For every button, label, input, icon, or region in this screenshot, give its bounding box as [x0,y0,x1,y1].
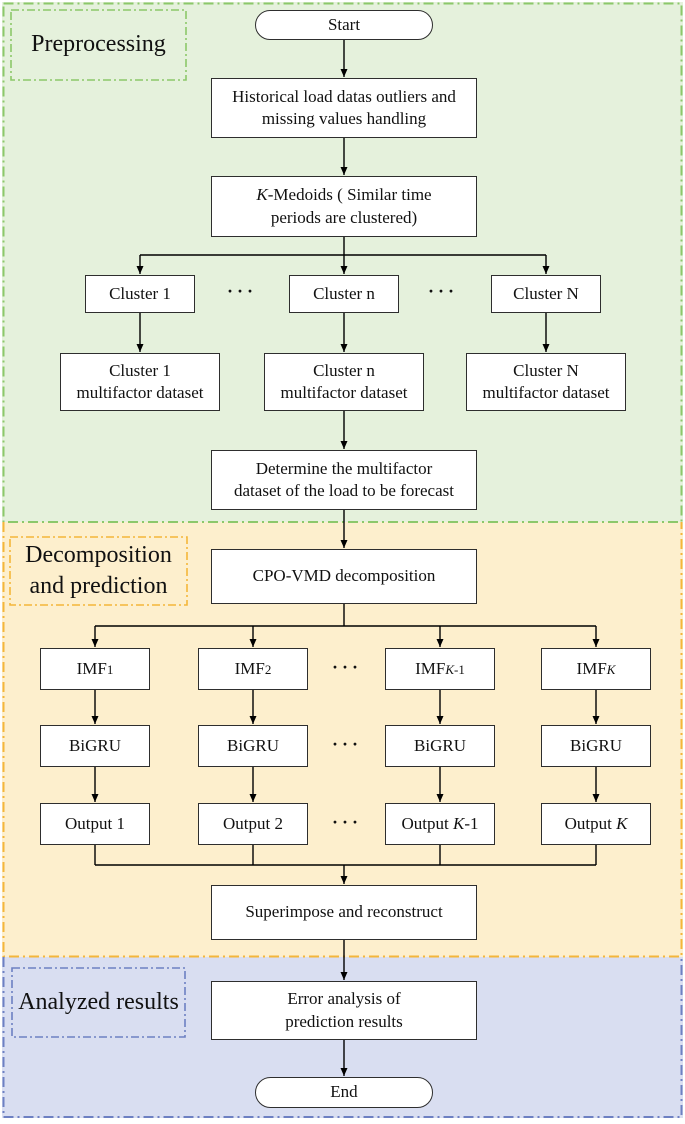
ellipsis-bigru: ··· [322,734,372,755]
label-analyzed-results: Analyzed results [12,968,185,1037]
node-end: End [255,1077,433,1108]
node-imf-2: IMF2 [198,648,308,690]
ellipsis-cluster-left: ··· [217,281,267,302]
bigru4-text: BiGRU [570,735,622,755]
node-kmedoids-line2: periods are clustered) [270,207,418,227]
node-mf1-line1: Cluster 1 [109,360,171,380]
bigru2-text: BiGRU [227,735,279,755]
section-border-preprocessing [2,2,683,523]
ellipsis-text: ··· [331,657,362,677]
output3-pre: Output [401,813,453,833]
imf3-post: -1 [454,661,465,677]
label-decomposition-line1: Decomposition [25,541,172,568]
node-mfN-line1: Cluster N [513,360,579,380]
node-cluster-n-text: Cluster n [313,283,375,303]
node-error-line1: Error analysis of [287,989,401,1009]
node-superimpose: Superimpose and reconstruct [211,885,477,940]
node-bigru-3: BiGRU [385,725,495,767]
node-output-k: Output K [541,803,651,845]
node-determine-line2: dataset of the load to be forecast [234,481,454,500]
node-kmedoids-line1: -Medoids ( Similar time [267,185,432,205]
node-historical-line2: missing values handling [261,109,427,128]
node-superimpose-text: Superimpose and reconstruct [245,902,443,922]
node-cluster-1-multifactor: Cluster 1 multifactor dataset [60,353,220,411]
output4-k: K [616,813,628,833]
imf4-k: K [606,661,616,677]
node-mfN-line2: multifactor dataset [482,383,610,402]
node-cluster-N-text: Cluster N [513,283,579,303]
ellipsis-text: ··· [226,281,257,301]
node-mf1-line2: multifactor dataset [76,383,204,402]
ellipsis-text: ··· [331,812,362,832]
node-cluster-N-multifactor: Cluster N multifactor dataset [466,353,626,411]
label-preprocessing: Preprocessing [11,10,186,80]
imf2-base: IMF [234,658,265,678]
node-determine-dataset: Determine the multifactor dataset of the… [211,450,477,510]
label-border-decomposition [9,536,188,606]
output3-post: -1 [464,813,479,833]
node-output-2: Output 2 [198,803,308,845]
node-cpo-vmd-text: CPO-VMD decomposition [252,566,436,586]
node-cluster-n: Cluster n [289,275,399,313]
output2-pre: Output 2 [223,813,283,833]
label-border-preprocessing [10,9,187,81]
node-output-k-1: Output K-1 [385,803,495,845]
node-bigru-2: BiGRU [198,725,308,767]
label-decomposition-prediction: Decomposition and prediction [10,537,187,605]
node-cluster-N: Cluster N [491,275,601,313]
node-error-analysis: Error analysis of prediction results [211,981,477,1040]
imf2-sub: 2 [264,661,272,677]
ellipsis-text: ··· [427,281,458,301]
bigru3-text: BiGRU [414,735,466,755]
node-mfn-line2: multifactor dataset [280,383,408,402]
node-determine-line1: Determine the multifactor [255,458,433,478]
imf1-base: IMF [76,658,107,678]
node-imf-1: IMF1 [40,648,150,690]
node-cpo-vmd: CPO-VMD decomposition [211,549,477,604]
label-borders [9,9,188,1038]
imf4-base: IMF [576,658,607,678]
node-cluster-1: Cluster 1 [85,275,195,313]
bigru1-text: BiGRU [69,735,121,755]
connectors [91,40,600,1076]
imf1-sub: 1 [106,661,114,677]
label-preprocessing-text: Preprocessing [31,31,166,58]
imf3-k: K [445,661,455,677]
node-output-1: Output 1 [40,803,150,845]
section-border-analyzed [2,957,683,1118]
node-historical-handling: Historical load datas outliers and missi… [211,78,477,138]
node-kmedoids: K-Medoids ( Similar time periods are clu… [211,176,477,237]
label-decomposition-line2: and prediction [29,573,168,599]
node-start-text: Start [327,14,361,34]
output4-pre: Output [564,813,617,833]
node-imf-k: IMFK [541,648,651,690]
node-historical-line1: Historical load datas outliers and [232,86,456,106]
node-bigru-1: BiGRU [40,725,150,767]
output3-k: K [452,813,465,833]
label-border-analyzed [11,967,186,1038]
output1-pre: Output 1 [65,813,125,833]
node-mfn-line1: Cluster n [313,360,375,380]
ellipsis-cluster-right: ··· [418,281,468,302]
ellipsis-text: ··· [331,734,362,754]
node-start: Start [255,10,433,40]
node-kmedoids-k: K [256,185,268,205]
node-bigru-4: BiGRU [541,725,651,767]
node-cluster-n-multifactor: Cluster n multifactor dataset [264,353,424,411]
node-end-text: End [330,1082,358,1102]
ellipsis-imf: ··· [322,657,372,678]
ellipsis-output: ··· [322,812,372,833]
label-analyzed-results-text: Analyzed results [18,988,179,1015]
imf3-base: IMF [415,658,446,678]
node-cluster-1-text: Cluster 1 [109,283,171,303]
node-imf-k-1: IMFK-1 [385,648,495,690]
section-border-decomposition [2,522,683,958]
node-error-line2: prediction results [285,1011,403,1031]
